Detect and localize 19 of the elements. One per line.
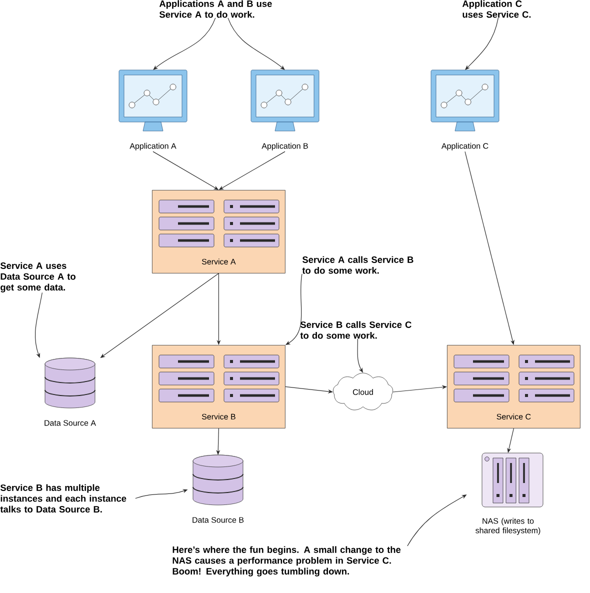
arrow [507,428,514,453]
leader-arrow [34,292,42,358]
leader-arrow [153,18,216,70]
annotation: Service A uses Data Source A to get some data. [0,262,76,292]
node-label: Application A [130,142,176,150]
annotation: Service A calls Service B to do some work. [302,256,414,274]
leader-arrow [228,18,285,70]
annotation: Here’s where the fun begins. A small change to the NAS causes a performance problem in Service C. Boom! Everything goes tumbling down. [172,546,401,576]
leader-arrow [465,18,498,70]
annotation: Application C uses Service C. [462,0,531,18]
arrow [464,151,514,345]
node-label: Application B [262,142,308,150]
annotation: Service B calls Service C to do some work. [300,321,412,339]
annotation: Service B has multiple instances and each instance talks to Data Source B. [0,484,126,513]
annotation: Applications A and B use Service A to do work. [159,0,272,18]
node-label: Data Source A [44,420,96,426]
node-label: Data Source B [192,517,244,523]
node-label: NAS (writes to shared filesystem) [476,518,540,535]
node-label: Application C [441,142,488,150]
